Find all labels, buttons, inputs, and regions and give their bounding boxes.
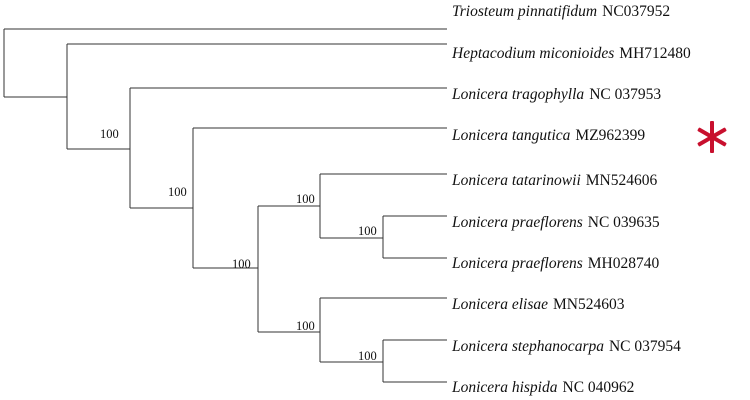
accession-number: NC037952 <box>602 3 670 20</box>
taxon-label-lonicera-stephanocarpa: Lonicera stephanocarpa NC 037954 <box>451 338 681 355</box>
taxon-label-lonicera-tatarinowii: Lonicera tatarinowii MN524606 <box>451 172 657 189</box>
tree-branches <box>3 28 447 383</box>
accession-number: NC 039635 <box>588 214 660 231</box>
taxon-label-lonicera-elisae: Lonicera elisae MN524603 <box>451 296 625 313</box>
species-name: Lonicera tragophylla <box>451 86 584 103</box>
accession-number: NC 040962 <box>563 379 635 396</box>
bootstrap-value: 100 <box>232 257 251 271</box>
taxon-label-heptacodium-miconioides: Heptacodium miconioides MH712480 <box>451 45 691 62</box>
species-name: Lonicera elisae <box>451 296 548 313</box>
accession-number: NC 037953 <box>589 86 661 103</box>
species-name: Lonicera praeflorens <box>451 214 583 231</box>
species-name: Heptacodium miconioides <box>451 45 614 62</box>
taxon-label-triosteum-pinnatifidum: Triosteum pinnatifidum NC037952 <box>452 3 670 20</box>
bootstrap-value: 100 <box>358 349 377 363</box>
accession-number: MN524606 <box>586 172 658 189</box>
species-name: Lonicera praeflorens <box>451 255 583 272</box>
accession-number: MN524603 <box>553 296 625 313</box>
accession-number: MH712480 <box>619 45 691 62</box>
asterisk-icon <box>697 121 727 153</box>
accession-number: MZ962399 <box>575 127 645 144</box>
taxon-label-lonicera-praeflorens-nc039635: Lonicera praeflorens NC 039635 <box>451 214 660 231</box>
bootstrap-value: 100 <box>296 319 315 333</box>
bootstrap-value: 100 <box>358 224 377 238</box>
bootstrap-values: 100 100 100 100 100 100 100 <box>100 127 377 363</box>
accession-number: NC 037954 <box>609 338 681 355</box>
species-name: Lonicera tatarinowii <box>451 172 581 189</box>
bootstrap-value: 100 <box>296 192 315 206</box>
species-name: Lonicera tangutica <box>451 127 571 144</box>
taxon-labels: Triosteum pinnatifidum NC037952 Heptacodi… <box>451 3 691 396</box>
accession-number: MH028740 <box>588 255 660 272</box>
taxon-label-lonicera-hispida: Lonicera hispida NC 040962 <box>451 379 634 396</box>
species-name: Lonicera stephanocarpa <box>451 338 604 355</box>
taxon-label-lonicera-praeflorens-mh028740: Lonicera praeflorens MH028740 <box>451 255 659 272</box>
bootstrap-value: 100 <box>100 127 119 141</box>
species-name: Lonicera hispida <box>451 379 558 396</box>
taxon-label-lonicera-tragophylla: Lonicera tragophylla NC 037953 <box>451 86 661 103</box>
bootstrap-value: 100 <box>168 185 187 199</box>
species-name: Triosteum pinnatifidum <box>452 3 597 20</box>
